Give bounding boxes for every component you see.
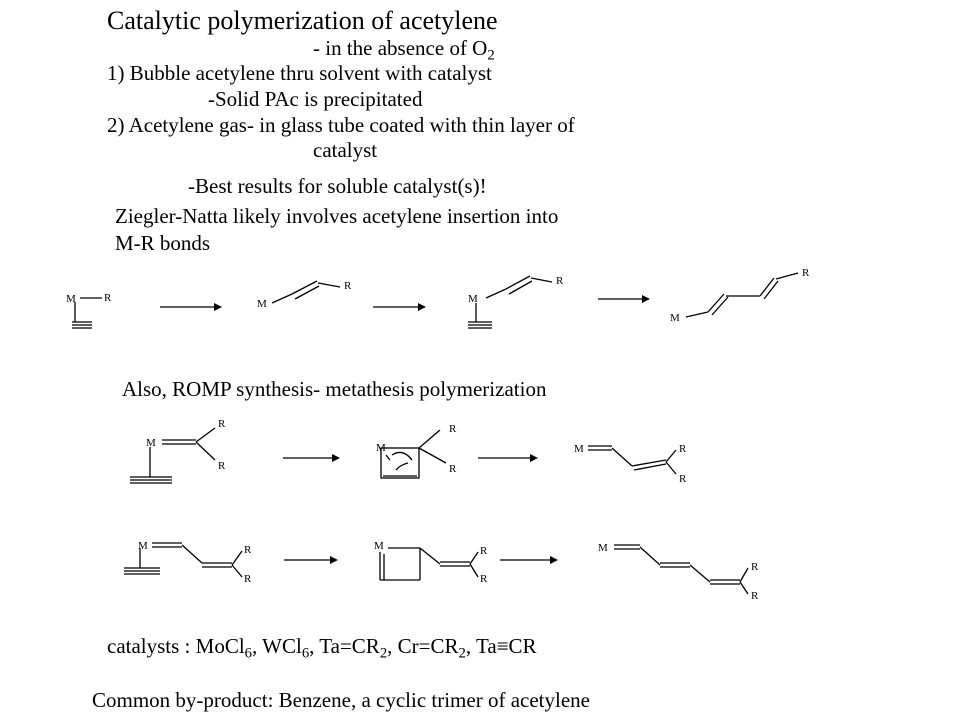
catalysts-mocl-sub: 6 <box>244 645 253 662</box>
romp-r-label-4b: R <box>244 573 252 585</box>
catalysts-ta-cr2: , Ta=CR <box>309 634 380 658</box>
zn-m-label-2: M <box>257 298 267 310</box>
romp-r-label-3a: R <box>679 443 687 455</box>
zn-m-label-4: M <box>670 312 680 324</box>
zn-arrow-1-head <box>214 303 222 311</box>
romp-r-label-6b: R <box>751 590 759 602</box>
zn-insertion-structure <box>468 275 553 329</box>
byproduct-note: Common by-product: Benzene, a cyclic tri… <box>92 688 590 712</box>
catalysts-ta: , Ta <box>465 634 497 658</box>
romp-metallacycle-structure <box>380 429 447 479</box>
step-1: 1) Bubble acetylene thru solvent with ca… <box>107 61 492 85</box>
romp-arrow-2-head <box>530 454 538 462</box>
zn-r-label-2: R <box>344 280 352 292</box>
catalysts-ta-cr2-sub: 2 <box>379 645 388 662</box>
romp-arrow-1-head <box>332 454 340 462</box>
catalysts-list: catalysts : MoCl6, WCl6, Ta=CR2, Cr=CR2,… <box>107 634 537 661</box>
zn-r-label-1: R <box>104 292 112 304</box>
romp-m-label-5: M <box>374 540 384 552</box>
romp-m-label-4: M <box>138 540 148 552</box>
romp-r-label-2a: R <box>449 423 457 435</box>
romp-carbene-structure <box>130 427 216 484</box>
zn-arrow-2-head <box>418 303 426 311</box>
zn-diene-structure <box>685 272 799 318</box>
romp-chain-carbene-structure <box>124 542 243 578</box>
catalysts-cr: CR <box>508 634 537 658</box>
romp-arrow-3-head <box>330 556 338 564</box>
zn-r-label-4: R <box>802 267 810 279</box>
romp-r-label-5a: R <box>480 545 488 557</box>
romp-heading: Also, ROMP synthesis- metathesis polymer… <box>122 377 547 401</box>
romp-r-label-1a: R <box>218 418 226 430</box>
romp-ring-opened-structure <box>588 445 677 475</box>
condition-absence-text: - in the absence of O <box>313 36 488 60</box>
condition-absence-o2: - in the absence of O2 <box>313 36 495 63</box>
romp-m-label-6: M <box>598 542 608 554</box>
zn-reactant-structure <box>72 297 102 329</box>
romp-r-label-3b: R <box>679 473 687 485</box>
page-title: Catalytic polymerization of acetylene <box>107 6 498 35</box>
oxygen-subscript: 2 <box>487 47 495 64</box>
zn-m-label-3: M <box>468 293 478 305</box>
best-results-note: -Best results for soluble catalyst(s)! <box>188 174 487 198</box>
romp-arrow-4-head <box>550 556 558 564</box>
catalysts-cr-cr2-sub: 2 <box>458 645 466 662</box>
ziegler-natta-line-1: Ziegler-Natta likely involves acetylene … <box>115 204 559 228</box>
zn-vinyl-structure <box>271 280 341 304</box>
romp-r-label-6a: R <box>751 561 759 573</box>
romp-r-label-2b: R <box>449 463 457 475</box>
catalysts-wcl-sub: 6 <box>301 645 310 662</box>
ziegler-natta-line-2: M-R bonds <box>115 231 211 255</box>
step-2: 2) Acetylene gas- in glass tube coated w… <box>107 113 575 137</box>
catalysts-wcl: , WCl <box>252 634 302 658</box>
romp-m-label-1: M <box>146 437 156 449</box>
romp-r-label-4a: R <box>244 544 252 556</box>
catalysts-cr-cr2: , Cr=CR <box>387 634 459 658</box>
romp-r-label-5b: R <box>480 573 488 585</box>
zn-r-label-3: R <box>556 275 564 287</box>
zn-m-label-1: M <box>66 293 76 305</box>
romp-m-label-2: M <box>376 442 386 454</box>
romp-chain-metallacycle-structure <box>379 547 479 581</box>
step-2-continued: catalyst <box>313 138 378 162</box>
romp-m-label-3: M <box>574 443 584 455</box>
step-1-note: -Solid PAc is precipitated <box>208 87 423 111</box>
catalysts-mocl: catalysts : MoCl <box>107 634 245 658</box>
zn-arrow-3-head <box>642 295 650 303</box>
romp-polyene-structure <box>614 544 749 595</box>
catalysts-triple-bond: ≡ <box>496 634 509 658</box>
romp-r-label-1b: R <box>218 460 226 472</box>
